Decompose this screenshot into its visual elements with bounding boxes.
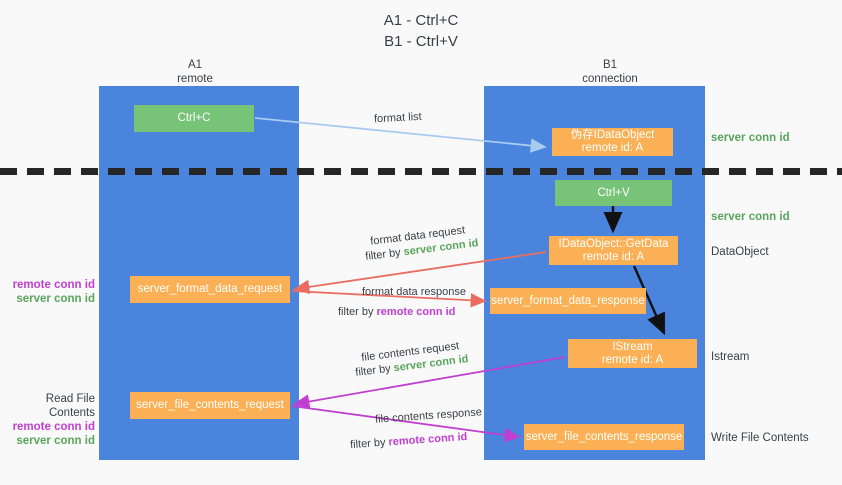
label-server-conn-id-second: server conn id (711, 211, 790, 223)
box-istream-line2: remote id: A (601, 353, 664, 366)
box-getdata-line2: remote id: A (582, 250, 645, 263)
caption-format-data-response: format data response (362, 286, 466, 298)
column-b1-sub: connection (582, 73, 638, 85)
box-server-format-data-request-label: server_format_data_request (137, 283, 283, 295)
column-b1-name: B1 (602, 59, 618, 71)
caption-remote-conn-id-1: remote conn id (376, 306, 456, 318)
box-ctrl-v-label: Ctrl+V (597, 186, 630, 199)
caption-filter-by-1: filter by (364, 246, 402, 263)
box-server-format-data-response-label: server_format_data_response (491, 294, 645, 307)
title-line-1: A1 - Ctrl+C (383, 12, 459, 29)
page-title: A1 - Ctrl+C B1 - Ctrl+V (0, 10, 842, 52)
title-line-2: B1 - Ctrl+V (384, 33, 458, 50)
box-server-file-contents-request[interactable]: server_file_contents_request (130, 392, 290, 419)
box-server-format-data-request[interactable]: server_format_data_request (130, 276, 290, 303)
box-ctrl-c-label: Ctrl+C (177, 112, 211, 124)
box-istream-line1: IStream (612, 340, 653, 353)
box-ctrl-c[interactable]: Ctrl+C (134, 105, 254, 132)
box-idataobject-top-line1: 伪存IDataObject (570, 129, 655, 141)
box-server-format-data-response[interactable]: server_format_data_response (490, 288, 646, 314)
box-idataobject-top[interactable]: 伪存IDataObject remote id: A (552, 128, 673, 156)
box-server-file-contents-request-label: server_file_contents_request (136, 399, 284, 411)
caption-filter-by-3: filter by (354, 362, 392, 379)
box-getdata-line1: IDataObject::GetData (558, 237, 669, 250)
caption-remote-conn-id-2: remote conn id (388, 430, 468, 449)
label-server-conn-id-top: server conn id (711, 132, 790, 144)
box-idataobject-getdata[interactable]: IDataObject::GetData remote id: A (549, 236, 678, 265)
column-a1-name: A1 (187, 59, 203, 71)
column-header-b1: B1 connection (530, 58, 690, 86)
caption-filter-by-4: filter by (349, 436, 386, 452)
box-istream[interactable]: IStream remote id: A (568, 339, 697, 368)
box-idataobject-top-line2: remote id: A (581, 142, 644, 154)
caption-file-contents-response-filter: filter by remote conn id (350, 430, 468, 452)
divider-dashed-line (0, 168, 842, 175)
label-left-conn-ids-upper: remote conn id server conn id (10, 278, 95, 306)
label-dataobject: DataObject (711, 246, 769, 258)
label-server-conn-id-upper: server conn id (16, 293, 95, 305)
caption-file-contents-response: file contents response (374, 406, 483, 426)
label-read-file-contents: Read File Contents (45, 393, 95, 419)
caption-format-data-response-filter: filter by remote conn id (338, 305, 455, 319)
label-remote-conn-id-upper: remote conn id (12, 279, 95, 291)
label-server-conn-id-lower: server conn id (16, 435, 95, 447)
caption-format-list: format list (373, 110, 422, 126)
box-server-file-contents-response[interactable]: server_file_contents_response (524, 424, 684, 450)
column-header-a1: A1 remote (130, 58, 260, 86)
caption-filter-by-2: filter by (338, 306, 374, 318)
label-remote-conn-id-lower: remote conn id (12, 421, 95, 433)
box-ctrl-v[interactable]: Ctrl+V (555, 180, 672, 206)
label-write-file-contents: Write File Contents (711, 432, 809, 444)
box-server-file-contents-response-label: server_file_contents_response (525, 430, 683, 443)
column-a1-sub: remote (177, 73, 213, 85)
label-left-conn-ids-lower: Read File Contents remote conn id server… (10, 392, 95, 448)
label-istream: Istream (711, 351, 750, 363)
